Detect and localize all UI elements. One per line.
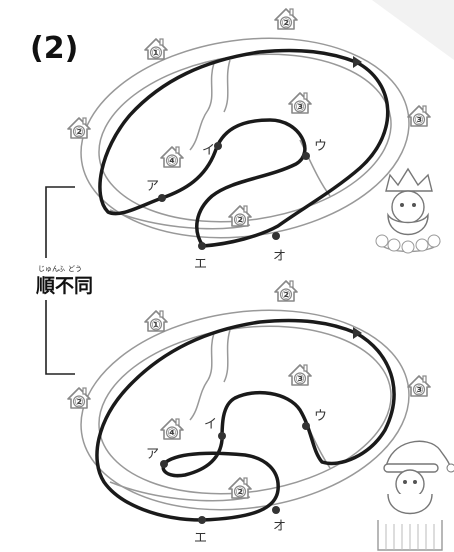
route-point-i (214, 142, 222, 150)
house-icon: ② (67, 387, 91, 409)
svg-text:②: ② (74, 126, 83, 139)
inner-road (109, 209, 251, 230)
house-icon: ③ (407, 375, 431, 397)
svg-text:②: ② (235, 214, 244, 227)
house-icon: ② (228, 477, 252, 499)
problem-label: (2) (30, 31, 78, 66)
house-icon: ④ (160, 146, 184, 168)
inner-road (189, 62, 215, 151)
bracket-ruby-2: ふ (58, 265, 65, 273)
diagram-bottom: ア イ ウ エ オ ① ② ② ③ ③ ④ ② (67, 280, 454, 551)
svg-text:④: ④ (167, 427, 176, 440)
route-point-o (272, 232, 280, 240)
inner-road (109, 481, 251, 502)
point-label-u: ウ (314, 139, 327, 154)
point-label-e: エ (194, 531, 207, 546)
house-icon: ③ (288, 364, 312, 386)
point-label-i: イ (204, 417, 217, 432)
inner-road (223, 59, 231, 113)
house-icon: ① (144, 310, 168, 332)
route-point-e (198, 516, 206, 524)
route-path (98, 48, 390, 248)
bracket-text-3: 同 (74, 275, 93, 297)
inner-road (223, 329, 231, 383)
point-label-o: オ (273, 519, 286, 534)
house-icon: ③ (407, 105, 431, 127)
house-icon: ② (67, 117, 91, 139)
santa-character (377, 440, 454, 551)
point-label-a: ア (146, 447, 159, 462)
point-label-i: イ (202, 143, 215, 158)
point-label-e: エ (194, 257, 207, 272)
svg-text:②: ② (281, 289, 290, 302)
svg-text:③: ③ (295, 101, 304, 114)
house-icon: ② (274, 8, 298, 30)
route-point-a (158, 194, 166, 202)
svg-text:④: ④ (167, 155, 176, 168)
house-icon: ② (228, 205, 252, 227)
house-icon: ③ (288, 92, 312, 114)
background-corner-shape (372, 0, 454, 60)
route-point-e (198, 242, 206, 250)
svg-text:②: ② (281, 17, 290, 30)
point-label-o: オ (273, 249, 286, 264)
house-icon: ① (144, 38, 168, 60)
route-point-u (302, 152, 310, 160)
svg-text:①: ① (151, 319, 160, 332)
svg-text:③: ③ (414, 384, 423, 397)
house-icon: ② (274, 280, 298, 302)
svg-text:②: ② (74, 396, 83, 409)
bracket: じゅん ふ どう 順 不 同 (30, 186, 93, 375)
point-label-u: ウ (314, 409, 327, 424)
route-point-a (160, 460, 168, 468)
house-icon: ④ (160, 418, 184, 440)
bracket-ruby-1: じゅん (38, 265, 59, 273)
point-label-a: ア (146, 179, 159, 194)
arrow-marker (353, 56, 362, 68)
inner-road (189, 332, 215, 421)
bracket-text-1: 順 (36, 275, 56, 297)
route-point-i (218, 432, 226, 440)
king-character (375, 167, 441, 254)
svg-text:③: ③ (295, 373, 304, 386)
route-point-o (272, 506, 280, 514)
arrow-marker (353, 327, 362, 339)
bracket-ruby-3: どう (68, 265, 82, 273)
route-path (95, 318, 396, 522)
svg-text:①: ① (151, 47, 160, 60)
diagram-top: ア イ ウ エ オ ① ② ② ③ ③ ④ ② (67, 8, 441, 272)
route-point-u (302, 422, 310, 430)
svg-text:②: ② (235, 486, 244, 499)
bracket-text-2: 不 (55, 275, 74, 297)
svg-text:③: ③ (414, 114, 423, 127)
